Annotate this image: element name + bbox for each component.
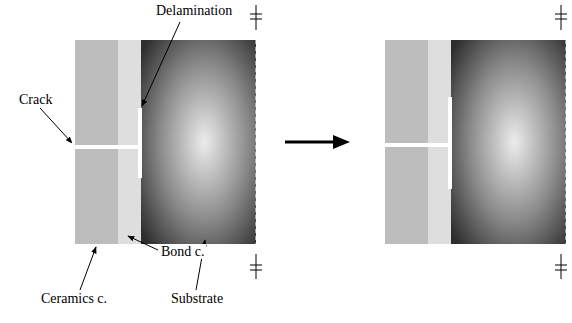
right-coating (385, 40, 566, 244)
bond-coat (118, 40, 141, 244)
break-symbol (250, 5, 262, 279)
crack (75, 145, 140, 149)
left-coating (75, 40, 256, 244)
part-label: Crack (18, 92, 53, 107)
leader-lines (40, 22, 205, 290)
cut-line (566, 40, 567, 244)
cut-line (256, 40, 257, 244)
break-symbol (555, 5, 567, 279)
part-label: Substrate (170, 291, 224, 306)
ceramic-coat (75, 40, 118, 244)
bond-coat (428, 40, 451, 244)
part-label: Bond c. (160, 244, 206, 259)
transition-arrow (285, 135, 350, 149)
crack (385, 143, 450, 147)
part-label: Delamination (155, 3, 233, 18)
delamination (138, 108, 142, 178)
delamination (448, 97, 452, 189)
substrate (451, 40, 566, 244)
part-label: Ceramics c. (40, 291, 108, 306)
ceramic-coat (385, 40, 428, 244)
